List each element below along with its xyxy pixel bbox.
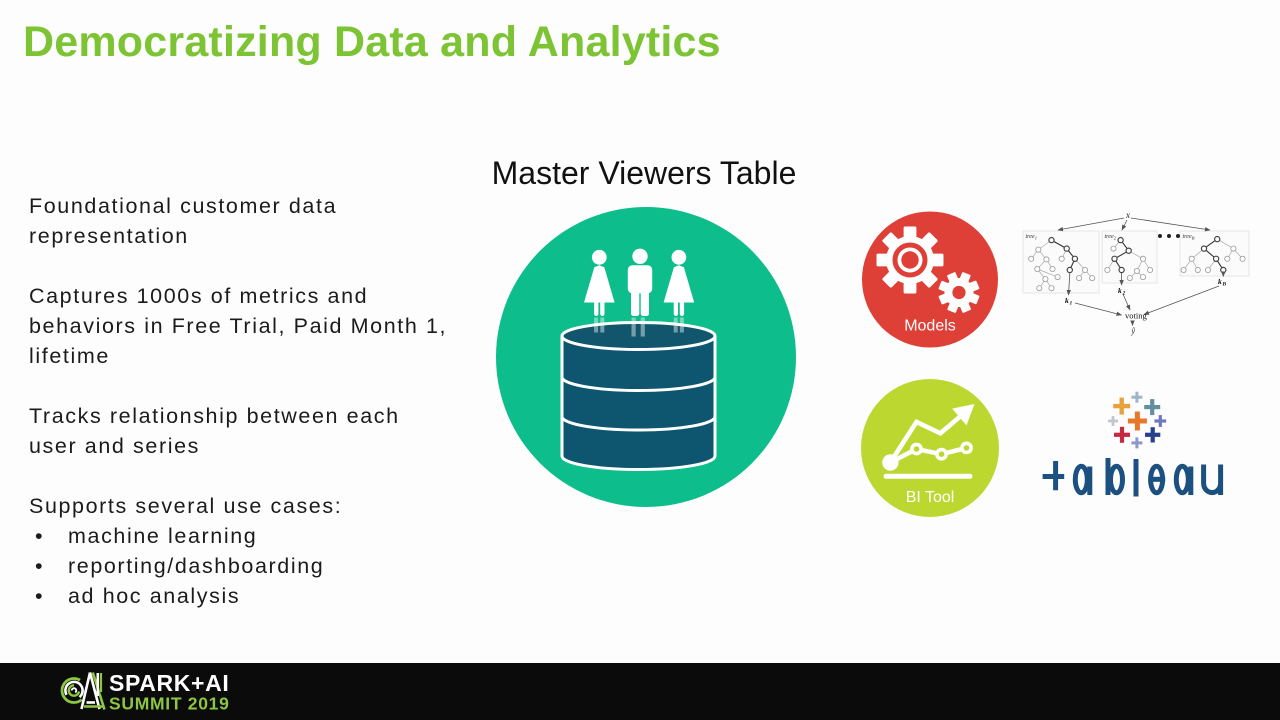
svg-text:tree: tree bbox=[1183, 234, 1192, 240]
svg-text:Models: Models bbox=[904, 318, 956, 335]
svg-text:B: B bbox=[1222, 282, 1227, 288]
svg-text:2: 2 bbox=[1122, 291, 1126, 297]
svg-text:tree: tree bbox=[1105, 234, 1114, 240]
svg-text:k: k bbox=[1118, 286, 1122, 295]
svg-text:1: 1 bbox=[1070, 301, 1073, 307]
svg-text:B: B bbox=[1192, 236, 1195, 241]
svg-text:x: x bbox=[1125, 210, 1130, 220]
svg-text:SPARK+AI: SPARK+AI bbox=[109, 670, 229, 696]
svg-text:SUMMIT 2019: SUMMIT 2019 bbox=[109, 694, 230, 714]
svg-text:2: 2 bbox=[1114, 236, 1117, 241]
svg-text:tree: tree bbox=[1026, 234, 1035, 240]
svg-text:k: k bbox=[1218, 277, 1222, 286]
svg-text:ŷ: ŷ bbox=[1131, 327, 1136, 336]
svg-text:k: k bbox=[1065, 296, 1069, 305]
svg-text:1: 1 bbox=[1035, 236, 1037, 241]
svg-text:voting: voting bbox=[1125, 311, 1147, 321]
svg-text:BI Tool: BI Tool bbox=[906, 489, 955, 506]
